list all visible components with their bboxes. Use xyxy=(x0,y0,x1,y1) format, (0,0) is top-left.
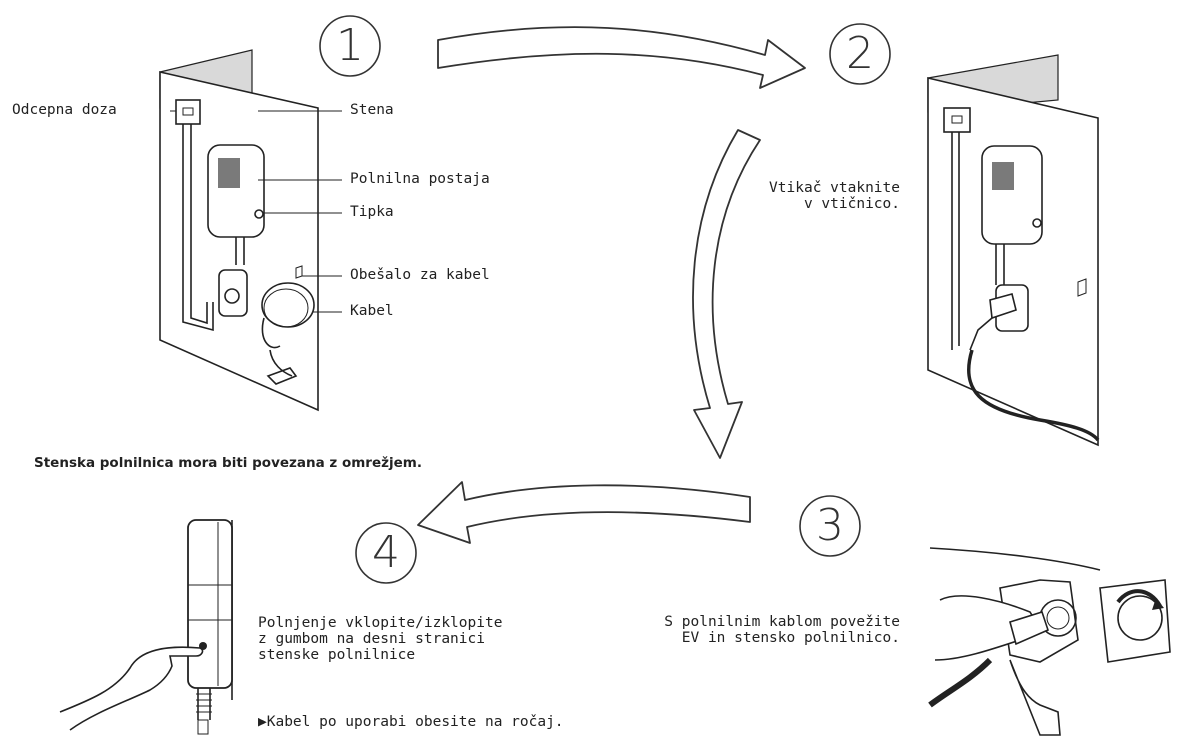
conduit xyxy=(182,124,214,332)
step1-wall-illustration xyxy=(159,49,319,412)
step3-car-illustration xyxy=(928,547,1171,736)
label-cable-hanger: Obešalo za kabel xyxy=(350,267,490,283)
label-junction-box: Odcepna doza xyxy=(12,102,117,118)
step4-note: Polnjenje vklopite/izklopite z gumbom na… xyxy=(258,615,503,663)
label-charging-station: Polnilna postaja xyxy=(350,171,490,187)
step-3-number: 3 xyxy=(816,500,844,551)
step2-note: Vtikač vtaknite v vtičnico. xyxy=(769,180,900,212)
step1-note: Stenska polnilnica mora biti povezana z … xyxy=(34,455,422,471)
arrow-1-to-2 xyxy=(437,26,806,89)
step3-note: S polnilnim kablom povežite EV in stensk… xyxy=(664,614,900,646)
station-button xyxy=(254,209,264,219)
step2-cable xyxy=(966,349,1100,442)
plug-holder xyxy=(218,269,248,317)
station-screen xyxy=(218,158,240,188)
junction-box xyxy=(175,99,201,125)
arrow-2-to-3 xyxy=(692,129,761,459)
step-3-circle xyxy=(799,495,861,557)
arrow-3-to-4 xyxy=(417,481,751,544)
label-cable: Kabel xyxy=(350,303,394,319)
step1-leader-lines xyxy=(170,110,342,313)
label-button: Tipka xyxy=(350,204,394,220)
step2-wall-illustration xyxy=(927,54,1100,447)
inserted-plug xyxy=(989,293,1017,320)
step-4-circle xyxy=(355,522,417,584)
step-2-circle xyxy=(829,23,891,85)
step4-hand-illustration xyxy=(59,519,233,735)
final-note: ▶Kabel po uporabi obesite na ročaj. xyxy=(258,714,564,730)
pressing-hand xyxy=(59,646,204,731)
label-wall: Stena xyxy=(350,102,394,118)
station-side-view xyxy=(187,519,233,689)
step-1-number: 1 xyxy=(336,20,364,71)
step-1-circle xyxy=(319,15,381,77)
step-4-number: 4 xyxy=(372,527,400,578)
step-2-number: 2 xyxy=(846,28,874,79)
cable-plug xyxy=(266,367,298,385)
